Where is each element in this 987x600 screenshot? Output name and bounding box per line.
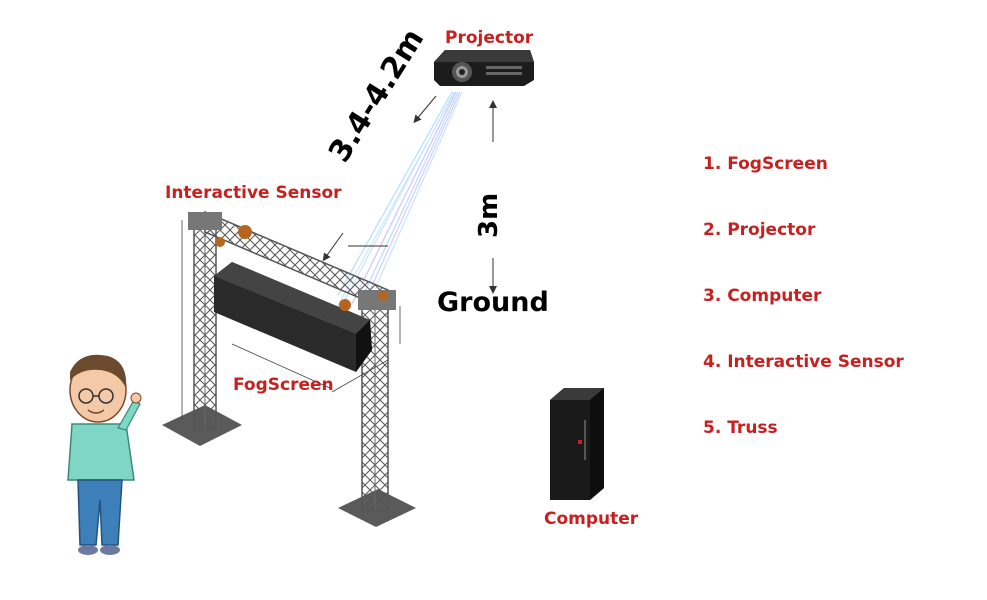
diagonal-distance-arrow: [322, 95, 437, 262]
interactive-sensor-device: [215, 225, 388, 311]
projection-beams: [329, 91, 463, 321]
computer-device: [550, 388, 604, 500]
projector-device: [434, 50, 534, 86]
legend-item-fogscreen: 1. FogScreen: [703, 154, 828, 174]
computer-label: Computer: [544, 509, 639, 529]
interactive-sensor-label: Interactive Sensor: [165, 183, 342, 203]
truss-left-tower: [193, 214, 217, 430]
legend-item-projector: 2. Projector: [703, 220, 816, 240]
projector-label: Projector: [445, 28, 534, 48]
legend-item-truss: 5. Truss: [703, 418, 778, 438]
ground-label: Ground: [437, 287, 549, 318]
truss-dimension-lines: [181, 220, 401, 420]
fogscreen-label: FogScreen: [233, 375, 334, 395]
legend-item-computer: 3. Computer: [703, 286, 822, 306]
cartoon-person: [67, 354, 142, 555]
height-label: 3m: [474, 192, 504, 238]
fog-unit: [214, 262, 372, 372]
component-legend: 1. FogScreen 2. Projector 3. Computer 4.…: [703, 152, 904, 482]
legend-item-interactive-sensor: 4. Interactive Sensor: [703, 352, 904, 372]
